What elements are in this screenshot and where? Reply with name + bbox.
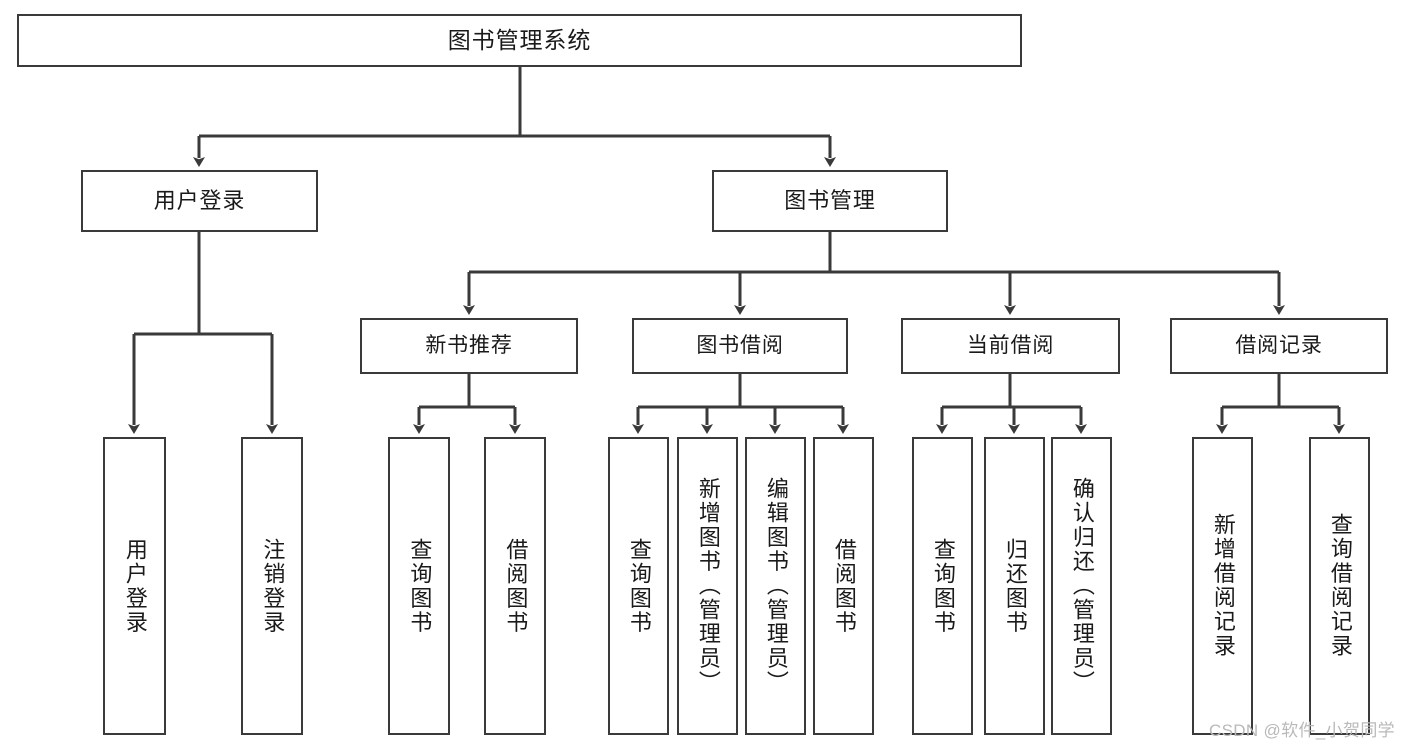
node-leaf-add-book[interactable]: 新增图书（管理员）: [677, 437, 738, 735]
node-leaf-add-record[interactable]: 新增借阅记录: [1192, 437, 1253, 735]
node-new-book-recommend-label: 新书推荐: [425, 334, 513, 358]
node-leaf-query-record[interactable]: 查询借阅记录: [1309, 437, 1370, 735]
node-leaf-confirm-return-label: 确认归还（管理员）: [1069, 477, 1095, 695]
node-leaf-borrow-book-2-label: 借阅图书: [831, 537, 857, 635]
node-leaf-borrow-book-1-label: 借阅图书: [503, 537, 529, 635]
node-leaf-edit-book-label: 编辑图书（管理员）: [763, 477, 789, 695]
node-leaf-query-book-2[interactable]: 查询图书: [608, 437, 669, 735]
node-leaf-user-login[interactable]: 用户登录: [103, 437, 166, 735]
node-borrow-record-label: 借阅记录: [1235, 334, 1323, 358]
node-user-login[interactable]: 用户登录: [81, 170, 318, 232]
node-leaf-query-book-1[interactable]: 查询图书: [388, 437, 450, 735]
node-user-login-label: 用户登录: [153, 187, 246, 213]
node-leaf-query-record-label: 查询借阅记录: [1327, 513, 1353, 659]
node-leaf-query-book-3[interactable]: 查询图书: [912, 437, 973, 735]
node-leaf-user-login-label: 用户登录: [122, 537, 148, 635]
node-book-borrow[interactable]: 图书借阅: [632, 318, 848, 374]
node-leaf-borrow-book-2[interactable]: 借阅图书: [813, 437, 874, 735]
node-root[interactable]: 图书管理系统: [17, 14, 1022, 67]
node-borrow-record[interactable]: 借阅记录: [1170, 318, 1388, 374]
node-leaf-logout[interactable]: 注销登录: [241, 437, 303, 735]
node-leaf-add-book-label: 新增图书（管理员）: [695, 477, 721, 695]
node-leaf-query-book-3-label: 查询图书: [930, 537, 956, 635]
node-leaf-query-book-2-label: 查询图书: [626, 537, 652, 635]
node-root-label: 图书管理系统: [447, 27, 592, 54]
node-leaf-edit-book[interactable]: 编辑图书（管理员）: [745, 437, 806, 735]
node-leaf-logout-label: 注销登录: [260, 537, 286, 635]
node-current-borrow[interactable]: 当前借阅: [901, 318, 1120, 374]
node-book-borrow-label: 图书借阅: [696, 334, 784, 358]
node-leaf-confirm-return[interactable]: 确认归还（管理员）: [1051, 437, 1112, 735]
watermark: CSDN @软件_小贺同学: [1208, 721, 1395, 740]
node-book-manage[interactable]: 图书管理: [712, 170, 948, 232]
node-book-manage-label: 图书管理: [784, 187, 876, 213]
node-leaf-borrow-book-1[interactable]: 借阅图书: [484, 437, 546, 735]
node-new-book-recommend[interactable]: 新书推荐: [360, 318, 578, 374]
node-leaf-add-record-label: 新增借阅记录: [1210, 513, 1236, 659]
node-current-borrow-label: 当前借阅: [966, 334, 1055, 358]
node-leaf-query-book-1-label: 查询图书: [407, 537, 433, 635]
node-leaf-return-book[interactable]: 归还图书: [984, 437, 1045, 735]
node-leaf-return-book-label: 归还图书: [1002, 537, 1028, 635]
